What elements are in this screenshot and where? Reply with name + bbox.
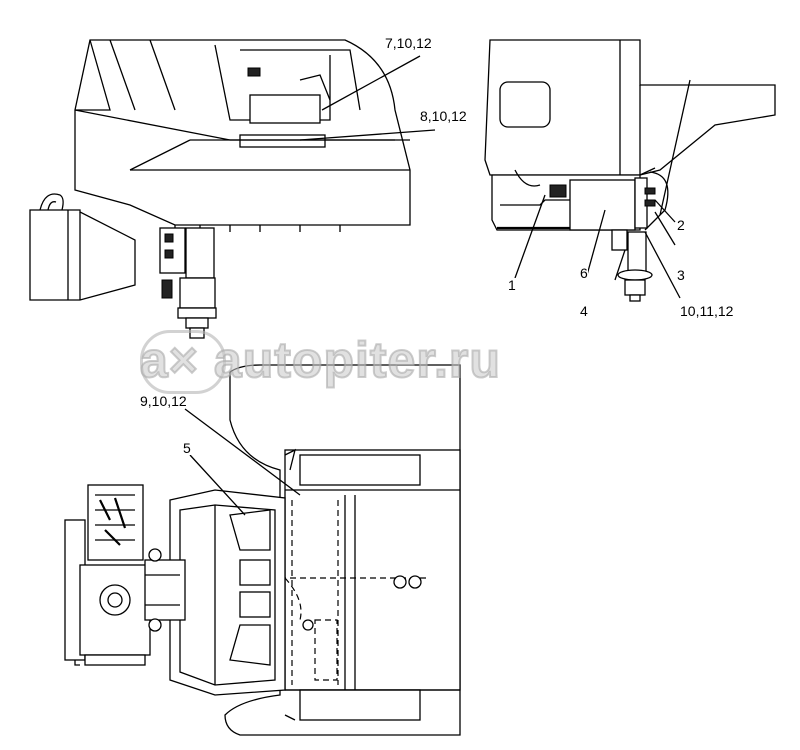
callout-2: 2 xyxy=(677,217,685,233)
callout-1: 1 xyxy=(508,277,516,293)
watermark-logo xyxy=(140,330,226,394)
callout-3: 3 xyxy=(677,267,685,283)
callout-8-10-12: 8,10,12 xyxy=(420,108,467,124)
bottom-view-plan xyxy=(64,364,461,736)
callout-7-10-12: 7,10,12 xyxy=(385,35,432,51)
callout-10-11-12: 10,11,12 xyxy=(680,303,734,319)
callout-5: 5 xyxy=(183,440,191,456)
callout-6: 6 xyxy=(580,265,588,281)
watermark: a× autopiter.ru xyxy=(139,332,501,388)
right-view-cab xyxy=(484,39,776,302)
callout-9-10-12: 9,10,12 xyxy=(140,393,187,409)
callout-4: 4 xyxy=(580,303,588,319)
left-view-cab xyxy=(29,39,436,339)
